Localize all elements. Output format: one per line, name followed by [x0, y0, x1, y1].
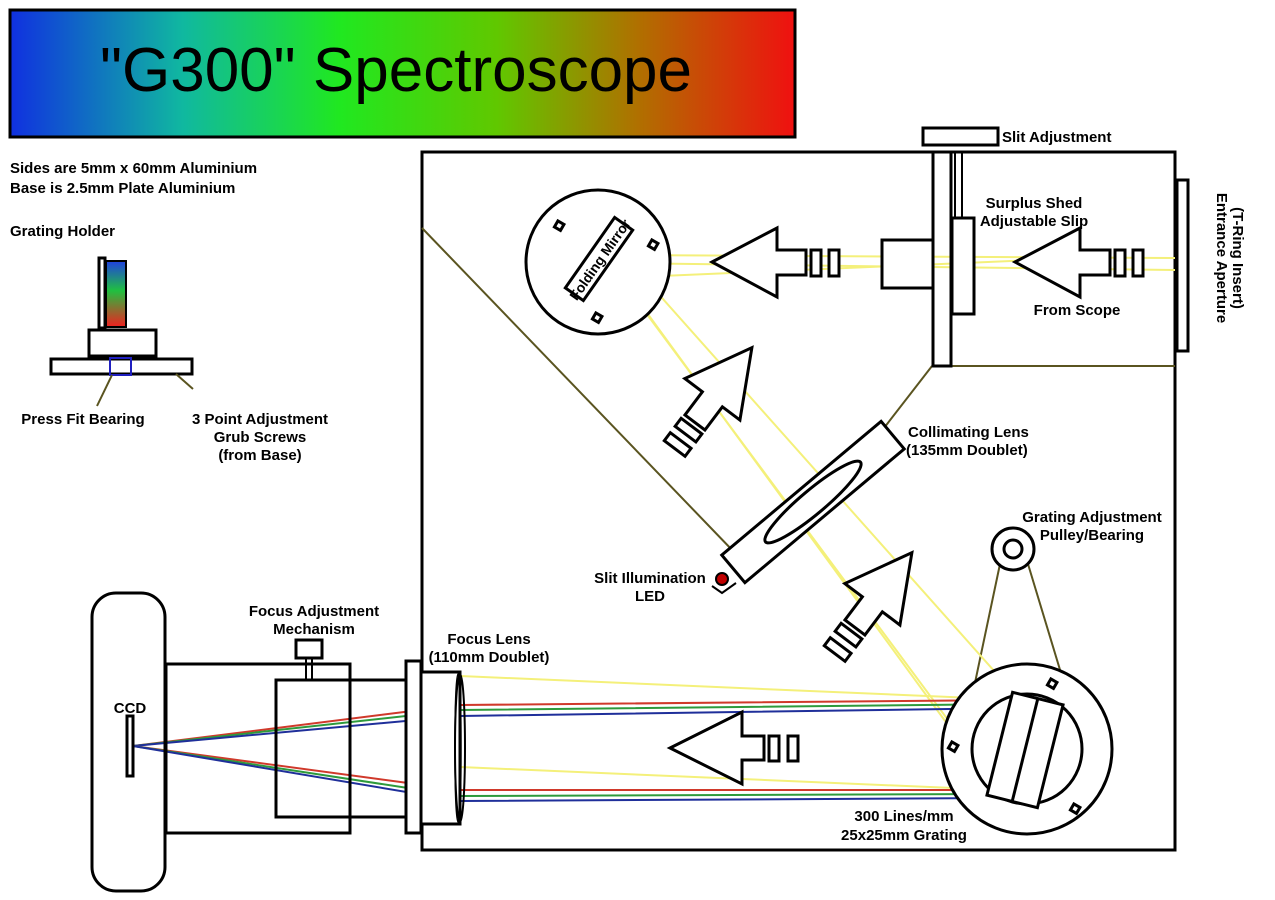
ccd-camera	[90, 591, 167, 893]
collimating-lens-label-2: (135mm Doublet)	[906, 442, 1028, 459]
arrow-from-scope	[1011, 225, 1145, 300]
arrow-to-focus-lens	[666, 709, 800, 787]
grub-screw-label-3: (from Base)	[218, 447, 301, 464]
press-fit-bearing-label: Press Fit Bearing	[21, 411, 144, 428]
led-label-1: Slit Illumination	[594, 570, 706, 587]
led-label-2: LED	[635, 588, 665, 605]
grating-holder-heading: Grating Holder	[10, 223, 115, 240]
entrance-aperture-label-1: Entrance Aperture	[1213, 193, 1230, 323]
arrow-mirror-to-lens	[662, 345, 754, 459]
entrance-aperture	[1175, 178, 1190, 353]
press-fit-bearing-icon	[109, 357, 132, 376]
adjustable-slip	[950, 216, 976, 316]
grating-pulley	[990, 526, 1036, 572]
surplus-shed-label-2: Adjustable Slip	[980, 213, 1088, 230]
folding-mirror: Folding Mirror	[524, 188, 672, 336]
holder-upright	[97, 256, 107, 330]
title-banner: "G300" Spectroscope	[8, 8, 797, 139]
surplus-shed-label-1: Surplus Shed	[986, 195, 1083, 212]
slit-block	[880, 238, 935, 290]
grub-screw-leader	[175, 373, 194, 390]
lens-support-line	[883, 365, 933, 429]
holder-grating-icon	[105, 260, 127, 328]
focus-mechanism	[164, 638, 408, 835]
collimating-lens-label-1: Collimating Lens	[908, 424, 1029, 441]
press-fit-leader	[96, 374, 113, 407]
slit-adjustment-label: Slit Adjustment	[1002, 129, 1111, 146]
holder-block	[87, 328, 158, 358]
from-scope-label: From Scope	[1034, 302, 1121, 319]
arrow-to-mirror	[708, 225, 841, 300]
collimating-lens	[719, 419, 907, 585]
material-note-sides: Sides are 5mm x 60mm Aluminium	[10, 160, 257, 177]
focus-lens-label-2: (110mm Doublet)	[429, 649, 550, 666]
grating-adjustment-label-2: Pulley/Bearing	[1040, 527, 1144, 544]
focus-adjustment-label-2: Mechanism	[273, 621, 355, 638]
grating-holder-detail: Grating Holder Press Fit Bearing 3 Point…	[10, 223, 328, 464]
focus-lens	[404, 659, 466, 835]
holder-base	[49, 357, 194, 376]
grub-screw-label-1: 3 Point Adjustment	[192, 411, 328, 428]
entrance-aperture-label-2: (T-Ring Insert)	[1229, 207, 1246, 309]
ccd-sensor	[125, 714, 135, 778]
enclosure-box	[420, 150, 1177, 852]
ccd-label: CCD	[114, 700, 147, 717]
slit-adjustment-knob	[921, 126, 1000, 147]
arrow-lens-to-grating	[822, 550, 914, 664]
grating-label-1: 300 Lines/mm	[854, 808, 953, 825]
diffraction-grating	[940, 662, 1114, 836]
focus-lens-label-1: Focus Lens	[447, 631, 530, 648]
focus-adjustment-label-1: Focus Adjustment	[249, 603, 379, 620]
grub-screw-label-2: Grub Screws	[214, 429, 307, 446]
material-note-base: Base is 2.5mm Plate Aluminium	[10, 180, 235, 197]
page-title: "G300" Spectroscope	[100, 36, 692, 105]
slit-assembly: Slit Adjustment Surplus Shed Adjustable …	[880, 126, 1246, 368]
slit-illumination-led	[711, 572, 737, 595]
grating-adjustment-label-1: Grating Adjustment	[1022, 509, 1161, 526]
slit-wall	[931, 150, 953, 368]
baffle-line	[421, 227, 736, 554]
grating-label-2: 25x25mm Grating	[841, 827, 967, 844]
